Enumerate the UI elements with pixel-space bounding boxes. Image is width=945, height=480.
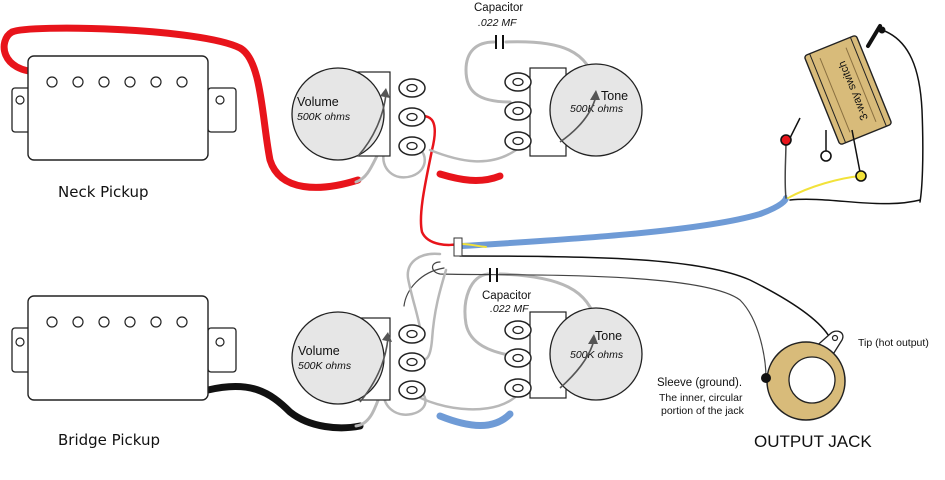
capacitor-top-label: Capacitor [474,2,523,14]
volume-pot-bottom: Volume 500K ohms [291,311,426,405]
output-jack: Tip (hot output) Sleeve (ground). The in… [657,330,929,451]
switch-body [804,35,892,145]
switch-terminal-yellow [855,170,867,182]
volume-top-value: 500K ohms [297,111,351,123]
capacitor-bottom-label: Capacitor [482,290,531,302]
tone-top-name: Tone [601,89,628,103]
volume-top-lugs [398,78,426,156]
jack-tip-hole [831,334,839,342]
bottom-capacitor-lead-left [463,272,516,358]
jack-tip-label: Tip (hot output) [858,337,929,349]
bridge-pickup-label: Bridge Pickup [58,431,160,449]
bridge-pole-6 [176,316,188,328]
bridge-pickup-body [27,295,209,401]
volume-red-wire [410,114,460,247]
switch-ground-terminal [878,26,886,34]
bridge-pole-2 [72,316,84,328]
volume-top-wiper-arrow [357,93,387,157]
capacitor-top-value: .022 MF [478,17,517,29]
tone-top-value: 500K ohms [570,103,624,115]
switch-blue-wire [459,195,789,249]
bridge-mount-screw-left [15,337,25,347]
jack-sleeve-wire [403,261,767,379]
jack-sleeve-desc-1: The inner, circular [659,392,743,404]
volume-top-body [291,67,385,161]
neck-pickup-mount-right [207,87,237,133]
tone-top-wiper-arrow [559,95,597,143]
neck-pole-4 [124,76,136,88]
pot-wiper-arrows [357,88,600,403]
top-vol-tone-wire [428,148,518,163]
switch-terminal-red [780,134,792,146]
switch-lead-yellow [787,175,861,199]
jack-sleeve-label: Sleeve (ground). [657,377,742,389]
switch-terminal-white [820,150,832,162]
bridge-pole-4 [124,316,136,328]
bridge-pole-1 [46,316,58,328]
bridge-pickup-mount-right [207,327,237,373]
jack-inner-hole [788,356,836,404]
bottom-blue-link-wire [436,410,514,429]
top-red-link-wire [436,170,504,184]
neck-mount-screw-right [215,95,225,105]
switch-lead-red [784,139,787,199]
tone-top-body [549,63,643,157]
bridge-pole-pieces [46,316,188,328]
wire-junction [453,237,463,257]
volume-bottom-wiper-arrow [359,337,389,403]
bridge-pole-3 [98,316,110,328]
neck-mount-screw-left [15,95,25,105]
neck-pickup-label: Neck Pickup [58,183,149,201]
switch-toggle-lever [866,24,882,48]
jack-title: OUTPUT JACK [754,432,872,451]
capacitor-top: Capacitor .022 MF [474,2,523,49]
volume-bottom-name: Volume [298,344,340,358]
capacitor-bottom-value: .022 MF [490,303,529,315]
volume-bottom-body [291,311,385,405]
jack-sleeve-terminal [761,373,771,383]
tone-pot-bottom: Tone 500K ohms [504,307,643,401]
bridge-hot-wire [204,383,364,432]
volume-bottom-lugs [398,324,426,400]
neck-pickup-body [27,55,209,161]
capacitor-bottom: Capacitor .022 MF [482,268,531,315]
neck-pole-2 [72,76,84,88]
neck-hot-wire [0,24,362,191]
top-capacitor-lead-left [464,40,512,104]
neck-pickup: Neck Pickup [11,55,237,201]
switch-lead-black [789,198,921,205]
tone-bottom-body [549,307,643,401]
volume-pot-top: Volume 500K ohms [291,67,426,161]
neck-pole-pieces [46,76,188,88]
bottom-vol-tone-wire [408,390,522,411]
tone-bottom-value: 500K ohms [570,349,624,361]
tone-bottom-name: Tone [595,329,622,343]
switch-ground-wire [881,29,924,203]
neck-pole-3 [98,76,110,88]
volume-top-name: Volume [297,95,339,109]
junction-yellow-wire [461,243,487,248]
neck-pole-5 [150,76,162,88]
bridge-pole-5 [150,316,162,328]
three-way-switch: 3-way switch [780,24,892,182]
jack-tip-wire [459,255,831,339]
bridge-mount-screw-right [215,337,225,347]
junction-splice [453,237,463,257]
volume-bottom-value: 500K ohms [298,360,352,372]
neck-pole-1 [46,76,58,88]
ground-bus-wire [406,252,442,342]
tone-pot-top: Tone 500K ohms [504,63,643,157]
tone-top-lugs [504,72,532,151]
tone-bottom-wiper-arrow [559,339,595,389]
bridge-pickup: Bridge Pickup [11,295,237,449]
jack-sleeve-desc-2: portion of the jack [661,405,745,417]
neck-pole-6 [176,76,188,88]
tone-bottom-lugs [504,320,532,398]
